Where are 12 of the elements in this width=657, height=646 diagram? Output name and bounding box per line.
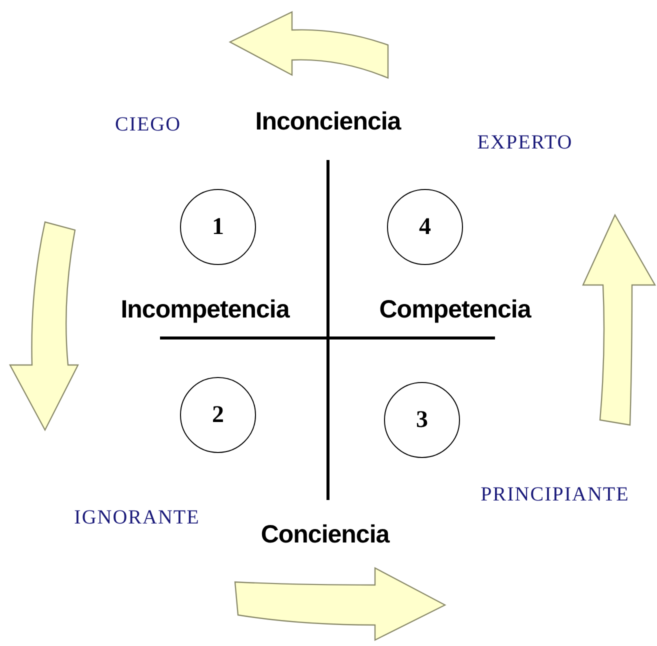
axis-label: Inconciencia xyxy=(255,108,401,136)
number-circle: 1 xyxy=(180,189,256,265)
quadrant-label: PRINCIPIANTE xyxy=(480,484,630,506)
number-circle: 2 xyxy=(180,377,256,453)
quadrant-label: CIEGO xyxy=(114,114,182,136)
quadrant-label: IGNORANTE xyxy=(74,506,200,530)
axis-label: Competencia xyxy=(379,296,531,324)
number-circle: 4 xyxy=(387,189,463,265)
quadrant-label: EXPERTO xyxy=(477,132,573,154)
axis-label: Conciencia xyxy=(260,520,390,550)
number-circle: 3 xyxy=(384,382,460,458)
axis-label: Incompetencia xyxy=(120,296,290,324)
